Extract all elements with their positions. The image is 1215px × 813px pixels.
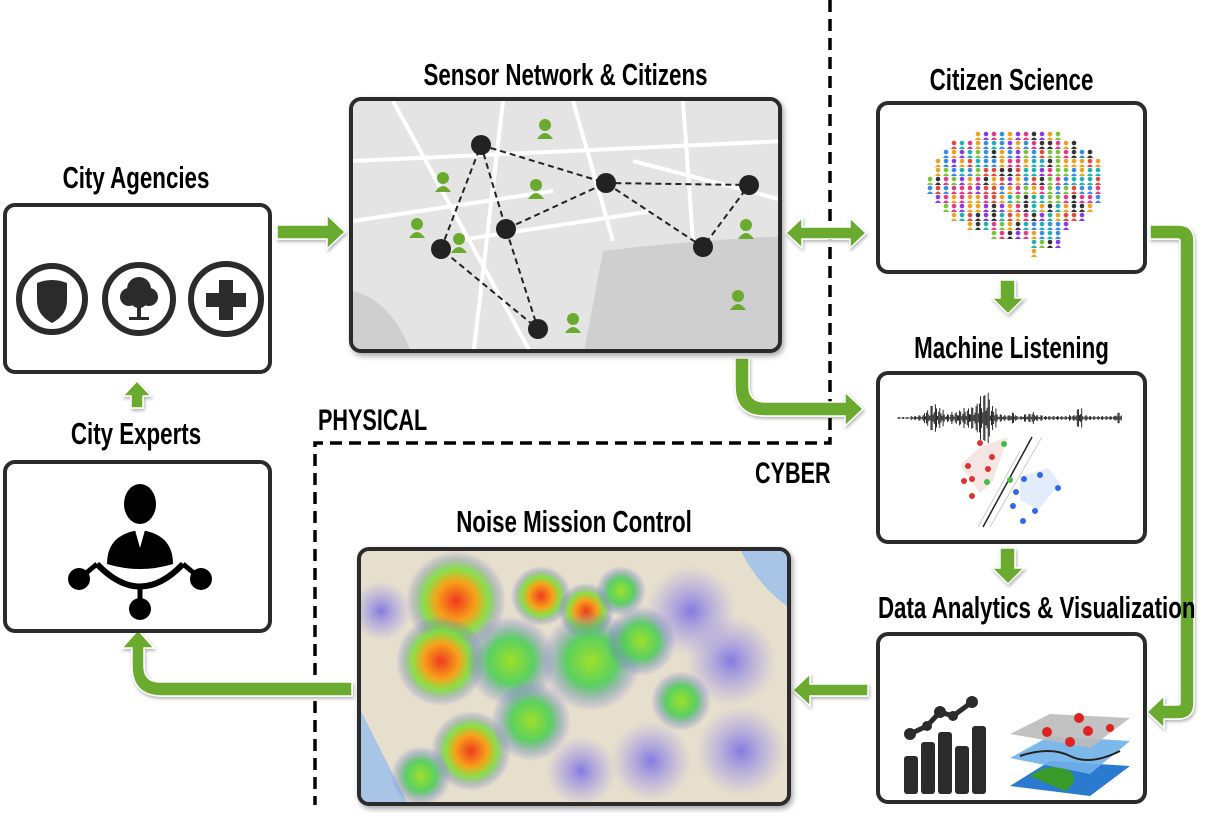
city-experts-box [3, 460, 272, 633]
machine-listening-box [876, 371, 1147, 544]
citizen-science-title: Citizen Science [929, 62, 1094, 97]
city-experts-title: City Experts [70, 416, 202, 451]
sensor-network-title: Sensor Network & Citizens [423, 57, 708, 92]
map-layers-icon [1010, 713, 1130, 796]
physical-label: PHYSICAL [318, 404, 428, 437]
arrow-experts-to-agencies [121, 379, 153, 409]
data-analytics-box [876, 632, 1147, 804]
line-bar-chart-icon [904, 696, 986, 794]
city-map-with-sensors [353, 101, 778, 349]
noise-heatmap [357, 547, 791, 806]
data-analytics-title: Data Analytics & Visualization [877, 590, 1196, 625]
arrow-citizen-to-machine [990, 279, 1026, 316]
arrow-noise-to-experts [120, 628, 353, 697]
arrow-machine-to-data [990, 547, 1026, 586]
classifier-scatter-icon [960, 436, 1061, 528]
arrow-data-to-noise [791, 672, 869, 708]
citizen-science-box [876, 101, 1147, 274]
shield-icon [16, 263, 88, 335]
arrow-sensor-to-machine [734, 357, 865, 428]
city-agencies-box [3, 203, 272, 374]
audio-waveform-icon [897, 392, 1122, 444]
arrow-agencies-to-sensor [276, 213, 347, 251]
noise-heatmap-map [361, 551, 787, 802]
crowd-speech-bubble-icon [927, 131, 1101, 257]
arrow-citizen-to-data [1145, 224, 1195, 730]
sensor-network-map [349, 97, 782, 353]
cyber-label: CYBER [755, 457, 831, 490]
expert-network-icon [68, 484, 212, 620]
machine-listening-title: Machine Listening [914, 330, 1109, 365]
arrow-sensor-citizen [784, 216, 868, 250]
tree-icon [102, 262, 176, 336]
medical-cross-icon [188, 261, 264, 337]
city-agencies-title: City Agencies [62, 160, 210, 195]
noise-mission-control-title: Noise Mission Control [456, 504, 692, 539]
